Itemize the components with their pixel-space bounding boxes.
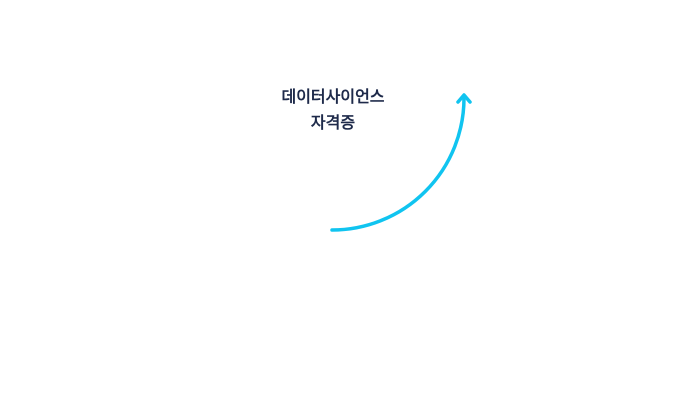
arrow-curve	[330, 96, 466, 232]
arrow-head	[456, 93, 472, 104]
label-line-2: 자격증	[310, 113, 356, 132]
label-line-1: 데이터사이언스	[281, 87, 385, 106]
certificate-label: 데이터사이언스 자격증	[233, 84, 433, 136]
